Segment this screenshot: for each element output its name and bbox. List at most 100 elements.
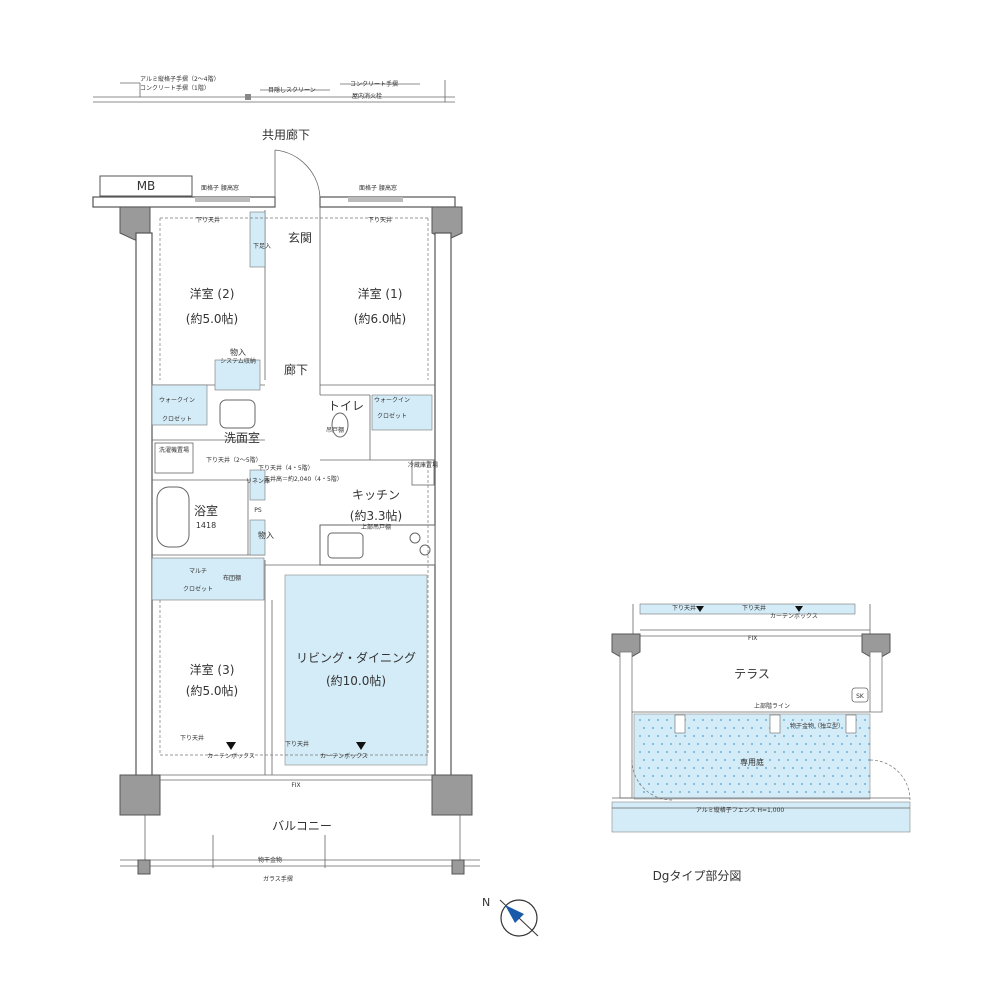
storage-label: 物入 [230,347,246,357]
window-right [348,197,403,202]
living-label: リビング・ダイニング [296,650,416,665]
hydrant-icon [245,94,251,100]
kitchen-sink [327,532,364,559]
drop-ceiling-label-2: 下り天井 [368,216,392,224]
drying-label: 物干金物（独立型） [790,722,844,730]
ps-label: PS [254,507,262,514]
bathtub [156,486,190,548]
bedroom1-size: (約6.0帖) [354,311,406,326]
partial-title: Dgタイプ部分図 [653,868,742,883]
linen-label: リネン庫 [246,477,270,485]
curtain-marker-1 [226,742,236,750]
walkin-left-label: ウォークイン [159,396,195,404]
laundry-space [154,442,194,474]
ceiling-height-label: 天井高＝約2,040（4・5階） [264,475,343,483]
dryer-label: 物干金物 [258,856,282,864]
drop-ceiling-lines [159,217,430,756]
entrance-door [274,149,321,280]
hallway-label: 廊下 [284,362,308,377]
system-storage [214,359,261,391]
partial-curtain-label: カーテンボックス [770,612,818,620]
toilet-label: トイレ [328,399,364,413]
bedroom3-size: (約5.0帖) [186,683,238,698]
hydrant-label: 屋内消火栓 [352,92,382,100]
concrete-railing-1f-label: コンクリート手摺（1階） [140,84,210,92]
washroom-label: 洗面室 [224,430,260,445]
balcony-label: バルコニー [272,819,332,833]
storage-note: システム収納 [220,357,256,365]
curtain-marker-2 [356,742,366,750]
toilet-fixture [331,412,349,438]
multi-label: マルチ [189,568,207,575]
fridge-space [411,459,435,486]
window-grille-right-label: 面格子 腰高窓 [359,184,397,192]
header-strip: アルミ縦格子手摺（2～4階） コンクリート手摺（1階） 目隠しスクリーン コンク… [93,75,455,103]
storage2-label: 物入 [258,530,274,540]
drop-ceiling-4-5-label: 下り天井（4・5階） [258,464,314,472]
north-arrow: N [482,896,539,937]
curtain-box-label-1: カーテンボックス [207,752,255,760]
drop-ceiling-label-3: 下り天井 [180,734,204,742]
mb-label: MB [137,179,156,193]
storage2-closet [249,519,266,556]
laundry-label: 洗濯機置場 [159,446,189,454]
aluminum-railing-label: アルミ縦格子手摺（2～4階） [140,75,220,83]
partial-drop-label-2: 下り天井 [742,604,766,612]
washbasin [219,399,256,429]
shoe-box-label: 下足入 [253,243,271,250]
walkin-right [371,394,433,431]
closet-right-label: クロゼット [377,412,407,420]
corridor-label: 共用廊下 [262,127,310,142]
bedroom2-label: 洋室 (2) [190,286,235,301]
drop-ceiling-2-5-label: 下り天井（2～5階） [206,456,262,464]
garden-label: 専用庭 [740,757,764,767]
shoe-box [249,211,266,268]
fix-label: FIX [291,782,300,789]
terrace-label: テラス [734,667,770,681]
drop-ceiling-label-4: 下り天井 [285,740,309,748]
kitchen-size: (約3.3帖) [350,508,402,523]
north-label: N [482,896,490,909]
concrete-railing-label: コンクリート手摺 [350,80,398,88]
closet-left-label: クロゼット [162,415,192,423]
sk-label: SK [856,693,865,700]
bedroom2-size: (約5.0帖) [186,311,238,326]
multi-closet [151,557,265,601]
partial-fix-label: FIX [748,635,757,642]
living-dining-area [284,574,428,766]
bedroom3-label: 洋室 (3) [190,662,235,677]
entrance-label: 玄関 [288,230,312,245]
kitchen-label: キッチン [352,488,400,502]
futon-label: 布団棚 [223,574,241,582]
multi-closet-label: クロゼット [183,585,213,593]
walkin-left [151,384,208,426]
drop-ceiling-label-1: 下り天井 [196,216,220,224]
bath-label: 浴室 [194,503,218,518]
kitchen-shelf-label: 上部吊戸棚 [361,523,391,531]
living-size: (約10.0帖) [326,673,386,688]
stove-burner-2 [419,544,431,556]
stove-burner-1 [409,532,421,544]
window-grille-left-label: 面格子 腰高窓 [201,184,239,192]
screen-label: 目隠しスクリーン [268,86,316,94]
toilet-shelf-label: 吊戸棚 [326,426,344,434]
fridge-label: 冷蔵庫置場 [408,461,438,469]
walkin-right-label: ウォークイン [374,396,410,404]
interior-walls [152,210,435,775]
fence-label: アルミ縦格子フェンス H=1,000 [696,806,785,814]
partial-drop-label-1: 下り天井 [672,604,696,612]
glass-railing-label: ガラス手摺 [263,875,293,883]
bedroom1-label: 洋室 (1) [358,286,403,301]
mb-box [99,175,193,197]
bath-size: 1418 [196,521,216,530]
curtain-box-label-2: カーテンボックス [320,752,368,760]
room-labels: 玄関 下足入 洋室 (2) (約5.0帖) 洋室 (1) (約6.0帖) 廊下 … [159,216,438,883]
closets [151,211,433,601]
window-left [195,197,250,202]
upper-floor-line-label: 上部階ライン [754,702,790,710]
partial-plan: 下り天井 下り天井 カーテンボックス FIX テラス SK 上部階ライン 物干金… [611,603,911,883]
linen-closet [249,469,266,501]
fence-area [611,801,911,833]
